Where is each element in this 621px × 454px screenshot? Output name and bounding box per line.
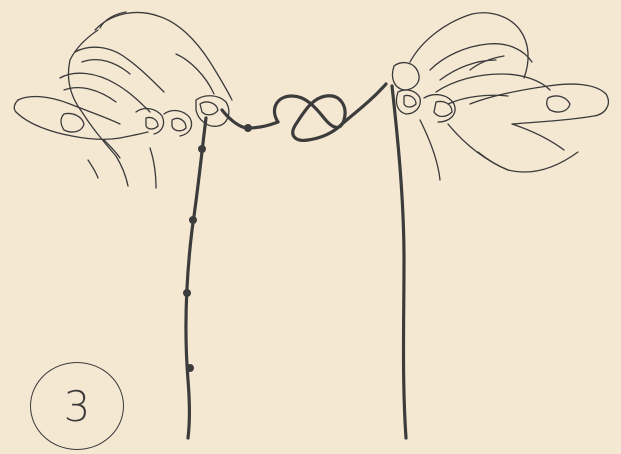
thread-marker	[198, 145, 206, 153]
thread-marker	[244, 124, 252, 132]
thread-marker	[186, 364, 194, 372]
right-hand	[392, 13, 608, 180]
thread-marker	[183, 289, 191, 297]
thread-markers	[183, 124, 252, 372]
step-number-badge: 3	[30, 362, 124, 450]
thread	[186, 84, 406, 438]
step-number: 3	[64, 386, 91, 428]
thread-marker	[189, 216, 197, 224]
